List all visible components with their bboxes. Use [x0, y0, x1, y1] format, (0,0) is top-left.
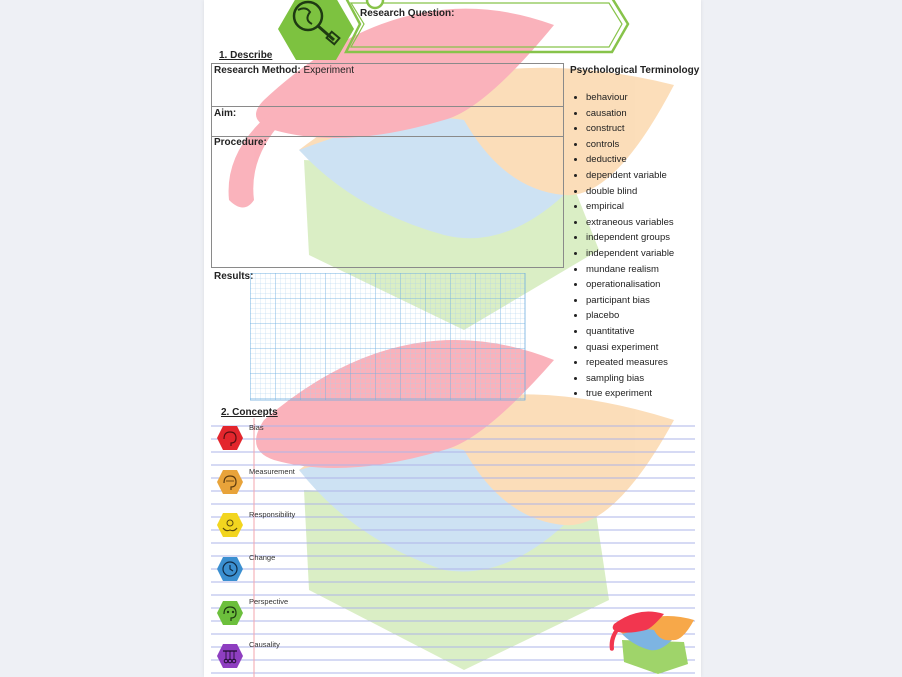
term-item: participant bias: [586, 293, 674, 309]
term-item: behaviour: [586, 90, 674, 106]
term-item: quantitative: [586, 324, 674, 340]
causality-cradle-icon: [217, 644, 243, 668]
bias-brain-icon: [217, 426, 243, 450]
term-item: mundane realism: [586, 262, 674, 278]
term-item: independent variable: [586, 246, 674, 262]
results-graph-paper[interactable]: [250, 273, 526, 401]
term-item: construct: [586, 121, 674, 137]
term-item: causation: [586, 106, 674, 122]
concepts-heading: 2. Concepts: [221, 407, 278, 418]
box-divider-2: [211, 136, 564, 137]
worksheet-page: Research Question: 1. Describe Research …: [204, 0, 701, 677]
box-divider-1: [211, 106, 564, 107]
term-item: repeated measures: [586, 355, 674, 371]
term-item: true experiment: [586, 386, 674, 402]
box-right-line: [563, 63, 564, 268]
term-item: operationalisation: [586, 277, 674, 293]
term-item: sampling bias: [586, 371, 674, 387]
change-clock-icon: [217, 557, 243, 581]
measurement-brain-icon: [217, 470, 243, 494]
terminology-heading: Psychological Terminology: [570, 65, 700, 76]
perspective-brain-icon: [217, 601, 243, 625]
research-question-label: Research Question:: [360, 8, 455, 19]
term-item: extraneous variables: [586, 215, 674, 231]
research-method-value: Experiment: [300, 65, 355, 76]
procedure-label: Procedure:: [214, 137, 267, 148]
describe-heading: 1. Describe: [219, 50, 273, 61]
box-left-line: [211, 63, 212, 268]
term-item: empirical: [586, 199, 674, 215]
term-item: deductive: [586, 152, 674, 168]
concept-label-change: Change: [249, 553, 276, 562]
concept-label-responsibility: Responsibility: [249, 510, 296, 519]
research-question-field[interactable]: [434, 8, 624, 22]
box-top-line: [211, 63, 564, 64]
research-method-field[interactable]: [214, 78, 559, 104]
graduation-cap-logo: [609, 611, 694, 674]
term-item: controls: [586, 137, 674, 153]
term-item: independent groups: [586, 230, 674, 246]
procedure-field[interactable]: [214, 150, 559, 264]
aim-label: Aim:: [214, 108, 237, 119]
term-item: placebo: [586, 308, 674, 324]
term-item: double blind: [586, 184, 674, 200]
research-method-row: Research Method: Experiment: [214, 65, 354, 76]
globe-magnifier-icon: [278, 0, 354, 60]
terminology-list: behaviour causation construct controls d…: [572, 90, 674, 402]
concept-label-perspective: Perspective: [249, 597, 289, 606]
aim-field[interactable]: [214, 120, 559, 134]
term-item: dependent variable: [586, 168, 674, 184]
concepts-lined-paper[interactable]: [211, 418, 695, 677]
results-label: Results:: [214, 271, 254, 282]
research-method-label: Research Method:: [214, 65, 301, 76]
research-question-banner: [344, 0, 630, 54]
term-item: quasi experiment: [586, 340, 674, 356]
concept-label-measurement: Measurement: [249, 467, 295, 476]
box-bottom-line: [211, 267, 564, 268]
responsibility-hands-icon: [217, 513, 243, 537]
concept-label-causality: Causality: [249, 640, 280, 649]
concept-label-bias: Bias: [249, 423, 264, 432]
